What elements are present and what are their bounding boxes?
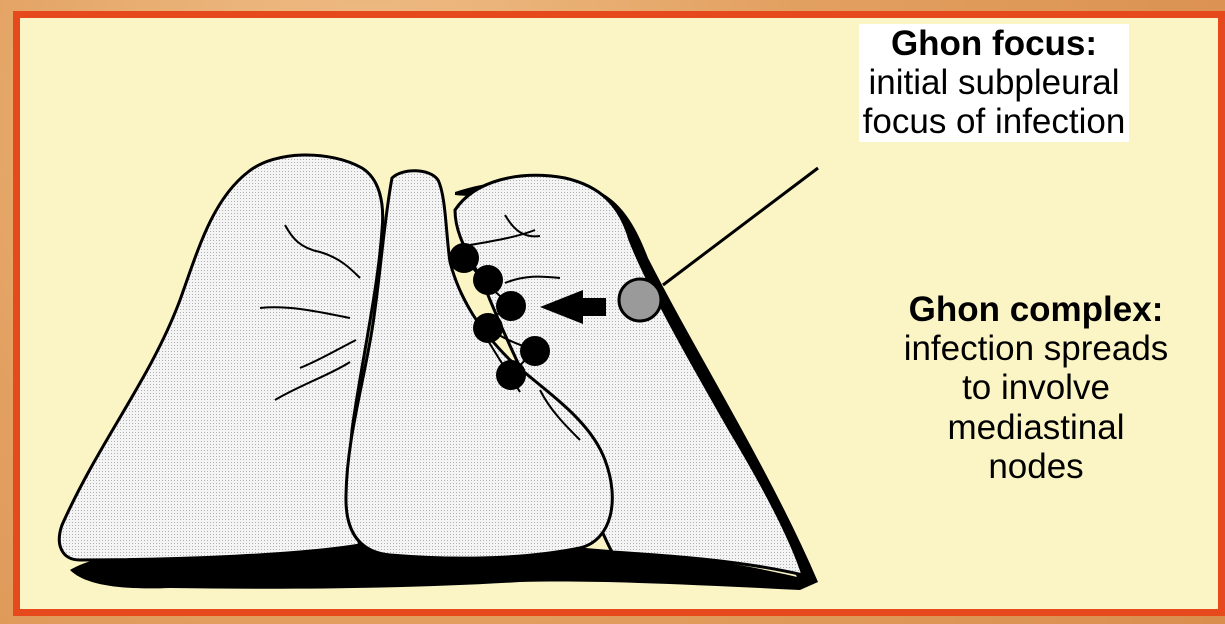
left-lung bbox=[59, 155, 382, 560]
ghon-complex-line4: nodes bbox=[846, 447, 1225, 486]
lymph-node bbox=[473, 265, 503, 295]
ghon-focus-line2: focus of infection bbox=[863, 102, 1126, 141]
ghon-focus-title: Ghon focus: bbox=[863, 24, 1126, 63]
ghon-focus-circle bbox=[619, 279, 661, 321]
ghon-complex-line3: mediastinal bbox=[846, 408, 1225, 447]
lymph-node bbox=[520, 336, 550, 366]
ghon-complex-line2: to involve bbox=[846, 368, 1225, 407]
lymph-node bbox=[496, 360, 526, 390]
ghon-focus-label: Ghon focus: initial subpleural focus of … bbox=[808, 24, 1180, 142]
lymph-node bbox=[473, 313, 503, 343]
lymph-node bbox=[496, 291, 526, 321]
ghon-complex-line1: infection spreads bbox=[846, 329, 1225, 368]
focus-pointer-line bbox=[663, 168, 818, 285]
lymph-node bbox=[449, 243, 479, 273]
ghon-complex-title: Ghon complex: bbox=[846, 290, 1225, 329]
ghon-complex-label: Ghon complex: infection spreads to invol… bbox=[846, 290, 1225, 486]
ghon-focus-line1: initial subpleural bbox=[863, 63, 1126, 102]
